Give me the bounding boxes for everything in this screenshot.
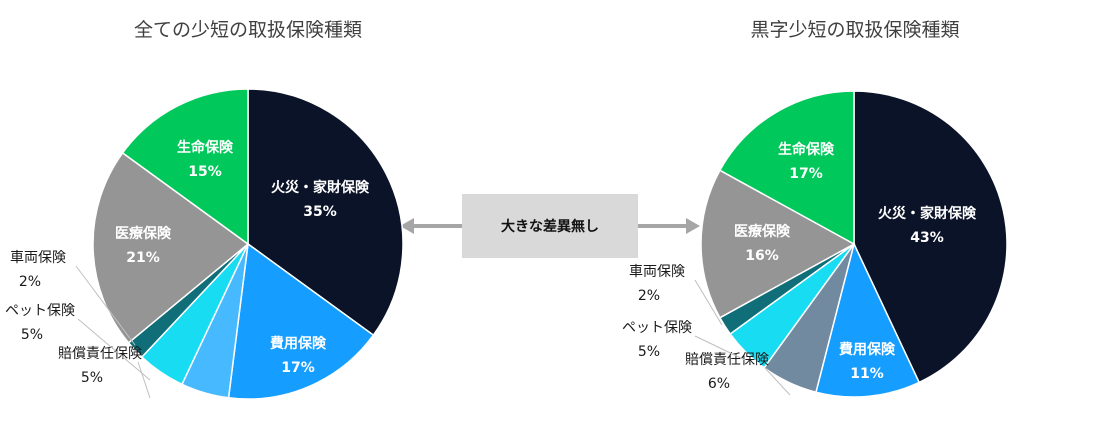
right-pie-slice-5 [700,169,856,319]
left-label-0-name: 火災・家財保険 [271,179,370,196]
left-pie-slice-6 [121,88,249,246]
left-label-6-name: 生命保険 [177,139,234,156]
right-label-6-value: 17% [789,166,823,182]
left-pie-slice-1 [227,242,375,400]
comparison-indicator: 大きな差異無し [400,194,700,258]
right-label-5-name: 医療保険 [734,223,791,240]
left-label-5-value: 21% [126,250,160,266]
right-label-3-value: 5% [638,344,660,360]
left-label-0-value: 35% [303,204,337,220]
right-label-1-name: 費用保険 [839,341,896,358]
left-label-1-name: 費用保険 [270,335,327,352]
left-label-3-name: ペット保険 [5,303,75,319]
left-leader-line-4 [75,265,136,346]
right-chart-title: 黒字少短の取扱保険種類 [750,19,959,41]
right-pie-slice-0 [853,90,1008,384]
left-label-6-value: 15% [188,164,222,180]
comparison-box [462,194,638,258]
left-label-5-name: 医療保険 [115,225,172,242]
left-label-1-value: 17% [281,360,315,376]
left-leader-line-2 [137,361,151,399]
left-label-2-value: 5% [81,370,103,386]
right-pie-slice-1 [815,241,921,398]
right-arrow-head [686,218,700,234]
left-leader-line-3 [77,318,151,381]
left-pie: 火災・家財保険 35% 費用保険 17% 賠償責任保険 5% ペット保険 5% 車両保険 2% 医療… [5,88,404,400]
right-label-2-name: 賠償責任保険 [685,352,769,368]
right-label-5-value: 16% [745,248,779,264]
left-label-4-name: 車両保険 [10,249,66,266]
right-pie-slice-6 [718,90,855,246]
right-label-2-value: 6% [708,376,730,392]
comparison-label: 大きな差異無し [501,218,599,235]
right-leader-line-3 [694,335,746,361]
right-label-4-value: 2% [638,288,660,304]
left-label-2-name: 賠償責任保険 [58,346,142,362]
right-leader-line-4 [694,279,723,326]
left-label-4-value: 2% [19,274,41,290]
left-pie-slice-5 [92,151,250,344]
right-label-4-name: 車両保険 [629,263,685,280]
right-label-0-value: 43% [910,230,944,246]
left-label-3-value: 5% [21,327,43,343]
right-label-1-value: 11% [850,366,884,382]
left-chart-title: 全ての少短の取扱保険種類 [134,19,362,41]
right-label-0-name: 火災・家財保険 [878,205,977,222]
left-pie-slice-0 [247,88,404,337]
left-arrow-head [400,218,414,234]
right-pie: 火災・家財保険 43% 費用保険 11% 賠償責任保険 6% ペット保険 5% 車両保険 2% 医療… [622,90,1008,398]
right-label-3-name: ペット保険 [622,320,692,336]
right-leader-line-2 [764,367,791,396]
right-label-6-name: 生命保険 [778,141,835,158]
